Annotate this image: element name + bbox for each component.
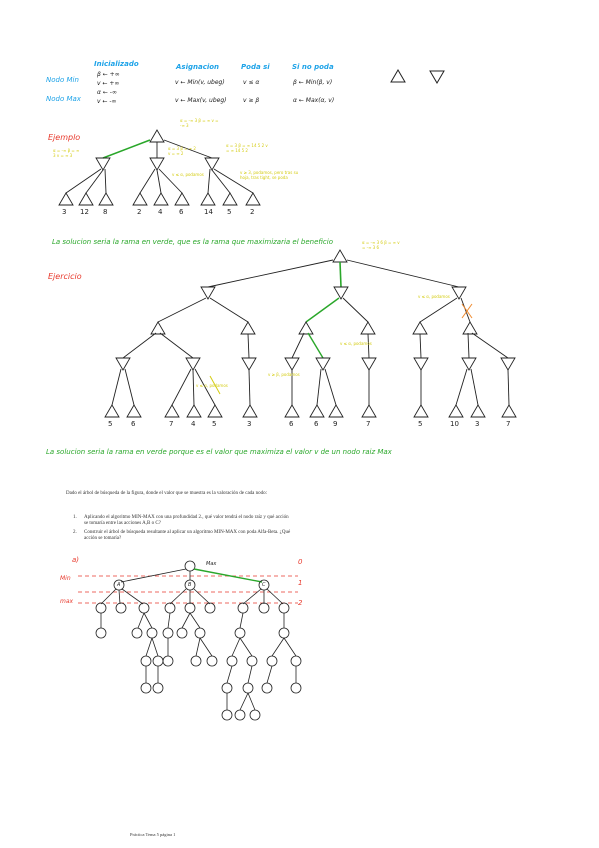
- row-max-else: α ← Max(α, v): [293, 97, 335, 104]
- root2-values: α = -∞ 3 6 β = ∞ v = -∞ 3 6: [362, 240, 400, 250]
- leaf2-4: 4: [191, 420, 196, 428]
- question-2: Construir el árbol de búsqueda resultant…: [84, 530, 291, 541]
- leaf2-13: 3: [475, 420, 480, 428]
- min3-values: α = 3 β = ∞ 14 5 2 v = ∞ 14 5 2: [226, 143, 268, 153]
- leaf-2: 12: [80, 208, 89, 216]
- leaf2-10: 7: [366, 420, 371, 428]
- q2-number: 2.: [73, 530, 77, 535]
- leaf2-8: 6: [314, 420, 319, 428]
- row-max-assign: v ← Max(v, ubeg): [175, 97, 227, 104]
- header-inicializado: Inicializado: [94, 60, 139, 68]
- leaf2-1: 5: [108, 420, 113, 428]
- min2-values: α = 3 β = ∞ 2 v = ∞ 2: [168, 146, 196, 156]
- node-c-label: C: [262, 582, 266, 588]
- section2-title: Ejercicio: [48, 272, 82, 281]
- row-max-init-v: v ← -∞: [97, 98, 117, 105]
- row-min-assign: v ← Min(v, ubeg): [175, 79, 225, 86]
- min-node-icon: [429, 70, 445, 84]
- node-b-label: B: [188, 582, 192, 588]
- leaf2-2: 6: [131, 420, 136, 428]
- row-min-else: β ← Min(β, v): [293, 79, 333, 86]
- leaf-9: 2: [250, 208, 255, 216]
- leaf-8: 5: [227, 208, 232, 216]
- level-0: 0: [298, 558, 303, 566]
- prune-note-3: v ≤ α, podamos: [340, 341, 372, 346]
- row-max-label: Nodo Max: [46, 95, 81, 103]
- leaf-3: 8: [103, 208, 108, 216]
- leaf2-14: 7: [506, 420, 511, 428]
- leaf-6: 6: [179, 208, 184, 216]
- leaf-4: 2: [137, 208, 142, 216]
- leaf-5: 4: [158, 208, 163, 216]
- leaf2-3: 7: [169, 420, 174, 428]
- row-max-prune: v ≥ β: [243, 97, 260, 104]
- leaf2-7: 6: [289, 420, 294, 428]
- prune-note-4: v ≤ α, podamos: [418, 294, 450, 299]
- question-1: Aplicando el algoritmo MIN-MAX con una p…: [84, 515, 289, 526]
- header-poda: Poda si: [241, 63, 270, 71]
- conclusion-1: La solucion seria la rama en verde, que …: [52, 238, 334, 246]
- q1-number: 1.: [73, 515, 77, 520]
- level-1: 1: [298, 579, 303, 587]
- exercise-intro: Dado el árbol de búsqueda de la figura, …: [66, 491, 268, 496]
- leaf-7: 14: [204, 208, 213, 216]
- leaf2-11: 5: [418, 420, 423, 428]
- leaf2-6: 3: [247, 420, 252, 428]
- answer-label: a): [72, 556, 80, 564]
- leaf-1: 3: [62, 208, 67, 216]
- level-max-label: max: [60, 598, 74, 605]
- prune-note-1: v ≤ α, podamos: [196, 383, 228, 388]
- prune-note-2: v ≥ β, podamos: [268, 372, 300, 377]
- leaf2-9: 9: [333, 420, 338, 428]
- level-min-label: Min: [60, 575, 71, 582]
- root-values: α = -∞ 3 β = ∞ v = -∞ 3: [180, 118, 219, 128]
- row-min-prune: v ≤ α: [243, 79, 260, 86]
- min1-values: α = -∞ β = ∞ 3 v = ∞ 3: [53, 148, 80, 158]
- tree-example: [58, 129, 261, 206]
- leaf2-5: 5: [212, 420, 217, 428]
- note-no-prune: v ≥ 3, podamos, pero tras su hoja, tras …: [240, 170, 299, 180]
- page-footer: Práctica Tema 5 página 1: [130, 832, 176, 837]
- section1-title: Ejemplo: [48, 133, 81, 142]
- row-min-label: Nodo Min: [46, 76, 79, 84]
- tree-printed: [78, 560, 302, 721]
- conclusion-2: La solucion seria la rama en verde porqu…: [46, 448, 392, 456]
- row-min-init-beta: β ← +∞: [97, 71, 120, 78]
- leaf2-12: 10: [450, 420, 459, 428]
- max-node-icon: [390, 69, 406, 83]
- level-2: 2: [298, 599, 303, 607]
- node-a-label: A: [117, 582, 121, 588]
- tree-exercise: [104, 249, 517, 418]
- row-min-init-v: v ← +∞: [97, 80, 120, 87]
- header-no-poda: Si no poda: [292, 63, 334, 71]
- note-prune: v ≤ α, podamos: [172, 172, 204, 177]
- root-max-label: Max: [206, 561, 217, 567]
- header-asignacion: Asignacion: [176, 63, 220, 71]
- row-max-init-alpha: α ← -∞: [97, 89, 117, 96]
